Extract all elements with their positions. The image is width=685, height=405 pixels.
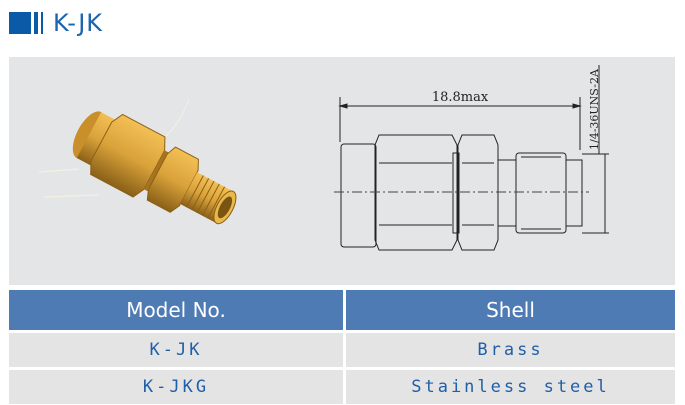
technical-drawing: 18.8max 1/4-36UNS-2A bbox=[334, 65, 609, 251]
cell-model: K-JK bbox=[9, 330, 346, 367]
cell-shell: Brass bbox=[346, 330, 675, 367]
section-header: K-JK bbox=[9, 8, 103, 38]
product-figure-panel: 18.8max 1/4-36UNS-2A bbox=[9, 57, 675, 285]
spec-table: Model No. Shell K-JK Brass K-JKG Stainle… bbox=[9, 290, 675, 404]
page-title: K-JK bbox=[53, 9, 104, 37]
connector-photo bbox=[39, 98, 237, 225]
thread-spec: 1/4-36UNS-2A bbox=[588, 68, 601, 150]
table-header-row: Model No. Shell bbox=[9, 290, 675, 330]
title-square-icon bbox=[9, 12, 31, 34]
column-header-model: Model No. bbox=[9, 290, 346, 330]
cell-shell: Stainless steel bbox=[346, 367, 675, 404]
length-dimension: 18.8max bbox=[432, 90, 489, 105]
title-bar-thin-icon bbox=[41, 12, 43, 34]
cell-model: K-JKG bbox=[9, 367, 346, 404]
column-header-shell: Shell bbox=[346, 290, 675, 330]
table-row: K-JK Brass bbox=[9, 330, 675, 367]
title-bar-icon bbox=[34, 12, 38, 34]
table-row: K-JKG Stainless steel bbox=[9, 367, 675, 404]
